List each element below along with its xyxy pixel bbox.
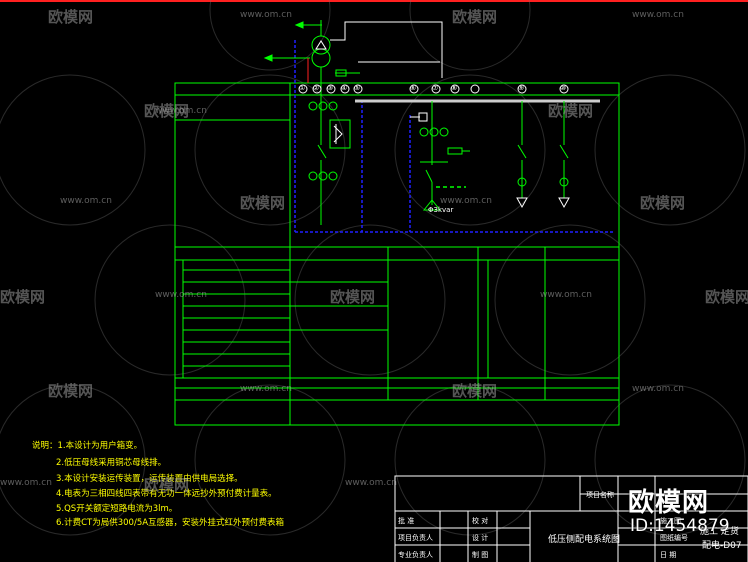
drawing-number: 配电-D07 xyxy=(702,541,742,551)
watermark-brand: 欧模网 xyxy=(144,102,190,120)
project-name-label: 项目名称 xyxy=(586,491,614,499)
leader-lines xyxy=(330,21,443,78)
watermark-url: www.om.cn xyxy=(440,196,492,206)
watermark-url: www.om.cn xyxy=(632,384,684,394)
circuit-number-3: ③ xyxy=(327,84,334,92)
incoming-feeder xyxy=(308,83,351,225)
watermark-brand: 欧模网 xyxy=(452,8,498,26)
watermark-brand: 欧模网 xyxy=(640,194,686,212)
circuit-number-9: ⑨ xyxy=(518,84,525,92)
capacitor-feeder xyxy=(419,101,470,211)
note-item-3: 3.本设计安装运传装置，运传装置由供电局选择。 xyxy=(56,474,243,484)
watermark-url: www.om.cn xyxy=(155,290,207,300)
tb-row3-left: 专业负责人 xyxy=(398,551,433,559)
tb-right-label-3: 日 期 xyxy=(660,551,677,559)
brand-logo-text: 欧模网 xyxy=(628,488,710,518)
note-item-5: 5.QS开关额定短路电流为3lm。 xyxy=(56,504,178,514)
circuit-number-6: ⑥ xyxy=(410,84,417,92)
transformer-symbol xyxy=(315,40,327,50)
note-item-2: 2.低压母线采用铜芯母线排。 xyxy=(56,458,167,468)
watermark-brand: 欧模网 xyxy=(48,382,94,400)
circuit-number-8: ⑧ xyxy=(451,84,458,92)
outgoing-feeders xyxy=(517,101,569,198)
neutral-bus xyxy=(294,40,615,233)
watermark-url: www.om.cn xyxy=(240,10,292,20)
tb-row2-left: 项目负责人 xyxy=(398,534,433,542)
watermark-url: www.om.cn xyxy=(0,478,52,488)
capacitor-rating-label: Φ3kvar xyxy=(428,206,454,214)
tb-right-label-1: 施工图 xyxy=(660,517,681,525)
drawing-title: 低压侧配电系统图 xyxy=(548,535,621,545)
circuit-number-10: ⑩ xyxy=(560,84,567,92)
circuit-number-5: ⑤ xyxy=(354,84,361,92)
tb-row1-left: 批 准 xyxy=(398,517,415,525)
watermark-brand: 欧模网 xyxy=(330,288,376,306)
watermark-brand: 欧模网 xyxy=(0,288,46,306)
watermark-url: www.om.cn xyxy=(632,10,684,20)
transformer xyxy=(263,20,360,83)
circuit-markers xyxy=(298,84,569,94)
watermark-brand: 欧模网 xyxy=(705,288,748,306)
watermark-url: www.om.cn xyxy=(155,106,207,116)
title-block xyxy=(394,475,748,562)
feeder-arrow-2 xyxy=(558,197,570,209)
status-text: 施工 定货 xyxy=(700,527,739,537)
watermark-brand: 欧模网 xyxy=(548,102,594,120)
tb-row1-mid: 校 对 xyxy=(472,517,489,525)
circuit-number-1: ① xyxy=(299,84,306,92)
brand-id: ID:1454879 xyxy=(630,516,730,536)
tb-row3-mid: 制 图 xyxy=(472,551,489,559)
note-item-4: 4.电表为三相四线四表带有无功一体远抄外预付费计量表。 xyxy=(56,489,277,499)
watermark-url: www.om.cn xyxy=(60,196,112,206)
main-frame xyxy=(174,82,620,426)
circuit-number-7: ⑦ xyxy=(432,84,439,92)
tb-row2-mid: 设 计 xyxy=(472,534,489,542)
meter-symbol xyxy=(333,125,343,143)
watermark-brand: 欧模网 xyxy=(144,476,190,494)
feeder-arrow-1 xyxy=(516,197,528,209)
notes-title: 说明：1.本设计为用户箱变。 xyxy=(32,441,143,451)
tb-right-label-2: 图纸编号 xyxy=(660,534,688,542)
watermark-brand: 欧模网 xyxy=(48,8,94,26)
watermark-url: www.om.cn xyxy=(345,478,397,488)
watermark-circles xyxy=(0,0,746,536)
circuit-number-2: ② xyxy=(313,84,320,92)
circuit-number-4: ④ xyxy=(341,84,348,92)
watermark-url: www.om.cn xyxy=(540,290,592,300)
watermark-brand: 欧模网 xyxy=(452,382,498,400)
note-item-6: 6.计费CT为局供300/5A互感器，安装外挂式红外预付费表箱 xyxy=(56,518,285,528)
watermark-url: www.om.cn xyxy=(240,384,292,394)
capacitor-box xyxy=(418,112,428,122)
watermark-brand: 欧模网 xyxy=(240,194,286,212)
